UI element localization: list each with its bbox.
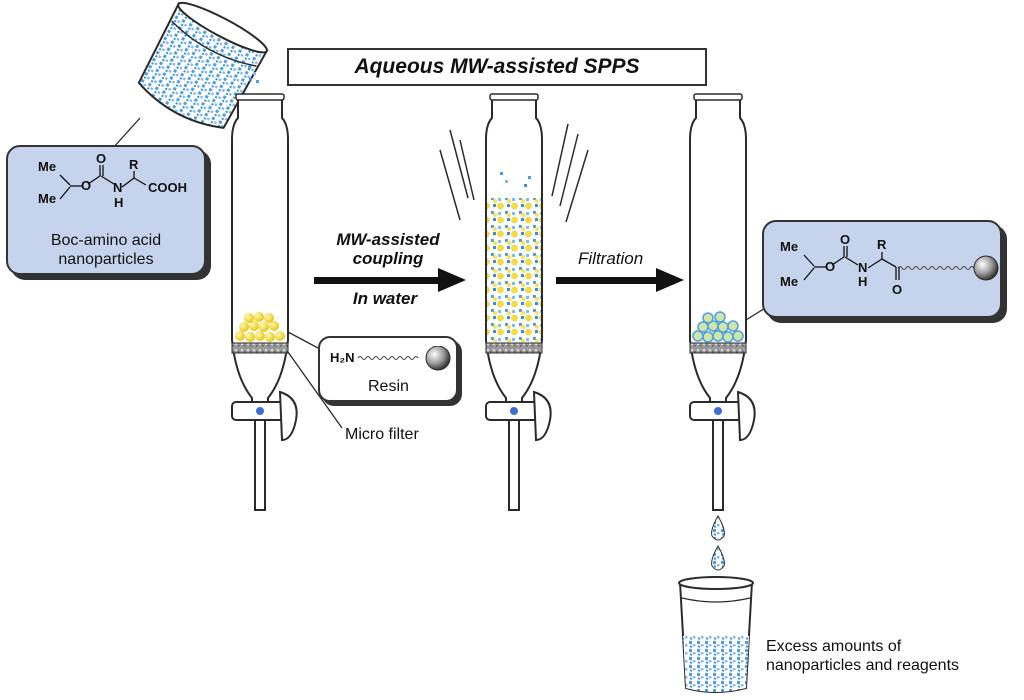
collecting-beaker [678, 576, 754, 693]
h-label: H [114, 195, 124, 210]
me-label-2: Me [780, 274, 799, 289]
coupling-line-2: coupling [352, 249, 424, 268]
o-carbonyl-label: O [840, 232, 851, 247]
boc-amino-acid-callout: Me Me O O N H R COOH Boc-amino acid nano… [6, 145, 206, 275]
diagram-title: Aqueous MW-assisted SPPS [354, 55, 640, 78]
n-label: N [858, 260, 868, 275]
micro-filter-label: Micro filter [345, 426, 419, 443]
o-ester-label: O [81, 178, 92, 193]
coupling-line-1: MW-assisted [336, 230, 440, 249]
coupled-product-callout: Me Me O O N H R O [762, 220, 1002, 318]
microwave-lines [439, 123, 589, 223]
o-amide-label: O [892, 282, 903, 297]
micro-filter-leader [287, 351, 343, 429]
caption-line-2: nanoparticles [58, 251, 154, 268]
o-carbonyl-label: O [96, 151, 107, 166]
h2n-label: H₂N [330, 350, 355, 365]
r-label: R [129, 157, 139, 172]
title-box: Aqueous MW-assisted SPPS [287, 48, 707, 86]
arrow-filtration [556, 268, 684, 292]
excess-line-2: nanoparticles and reagents [766, 657, 960, 674]
column-3 [689, 93, 771, 571]
h-label: H [858, 274, 868, 289]
me-label-2: Me [38, 191, 57, 206]
resin-leader [287, 331, 319, 349]
boc-amino-acid-structure [59, 165, 147, 200]
me-label-1: Me [780, 239, 799, 254]
caption-line-1: Boc-amino acid [50, 232, 162, 249]
column-2 [439, 93, 589, 511]
boc-amino-acid-caption: Boc-amino acid nanoparticles [8, 231, 204, 269]
resin-label: Resin [368, 378, 409, 395]
coupled-resin-particles [692, 311, 744, 343]
excess-line-1: Excess amounts of [766, 638, 902, 655]
r-label: R [877, 237, 887, 252]
filtration-label: Filtration [578, 249, 644, 268]
resin-callout: H₂N Resin [318, 336, 458, 402]
coupled-product-structure [803, 246, 999, 281]
n-label: N [113, 180, 123, 195]
column-1 [231, 93, 298, 511]
cooh-label: COOH [148, 180, 187, 195]
splash-droplets [500, 172, 531, 187]
excess-caption: Excess amounts of nanoparticles and reag… [766, 637, 959, 675]
pouring-droplets [248, 66, 259, 83]
o-ester-label: O [825, 259, 836, 274]
resin-particles [235, 312, 285, 342]
falling-drops [711, 514, 725, 571]
arrow-coupling [314, 268, 466, 292]
coupling-step-label: MW-assisted coupling [318, 230, 458, 268]
me-label-1: Me [38, 159, 57, 174]
resin-linker [357, 346, 451, 371]
in-water-label: In water [352, 289, 418, 308]
